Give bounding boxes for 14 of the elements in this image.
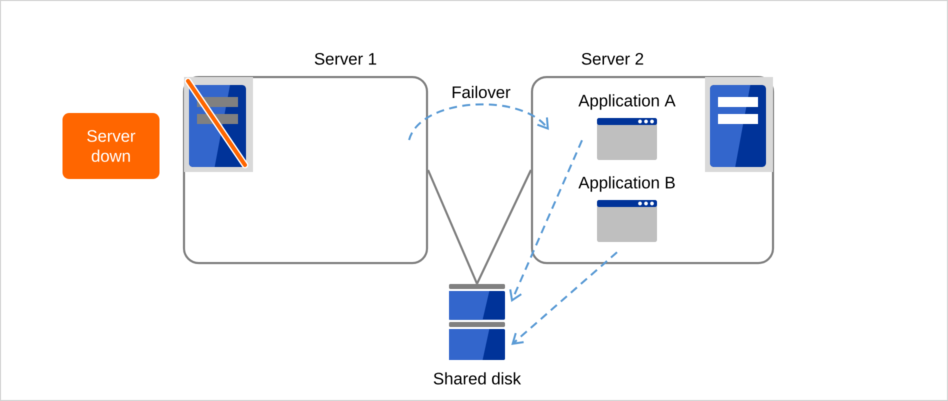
edge-label: Failover	[449, 84, 513, 100]
status-badge: Server down	[62, 113, 160, 179]
server-icon	[705, 77, 773, 172]
server-icon	[184, 77, 253, 172]
disk-label: Shared disk	[434, 372, 522, 385]
app-label: Application B	[578, 176, 675, 192]
server-label: Server 1	[314, 52, 376, 65]
connector-line	[427, 170, 478, 284]
arrow	[408, 103, 549, 140]
app-label: Application A	[578, 94, 676, 110]
arrow	[511, 252, 618, 345]
arrow	[509, 140, 583, 302]
server-label: Server 2	[582, 52, 644, 65]
connector-line	[476, 170, 532, 284]
